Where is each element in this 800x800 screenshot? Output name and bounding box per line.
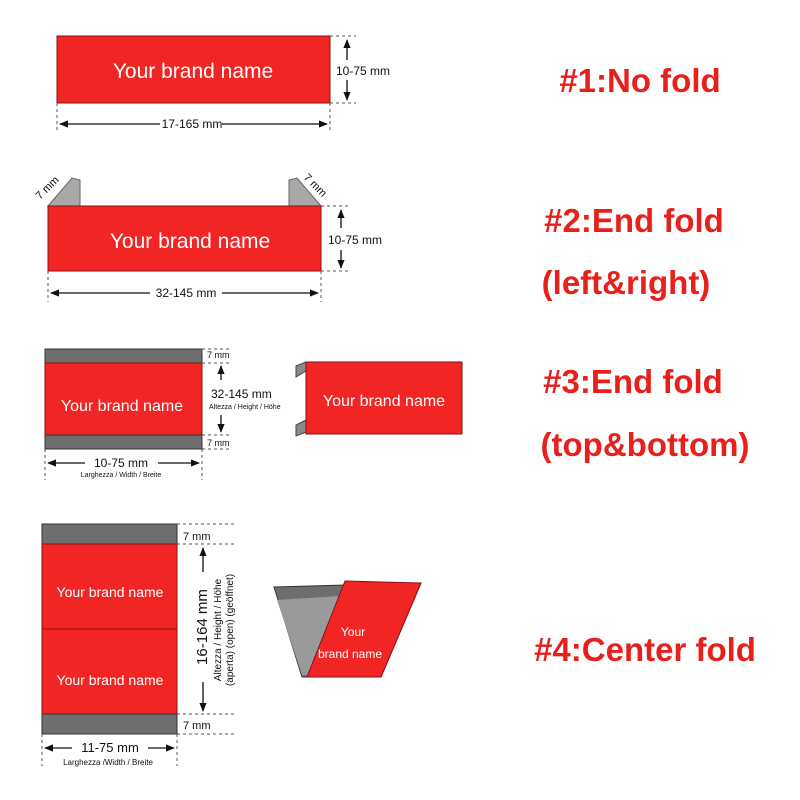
- label-rect: [44, 362, 203, 436]
- brand-text-lower: Your brand name: [57, 672, 164, 688]
- width-dim-label: 10-75 mm: [94, 456, 148, 470]
- label-rect: [47, 205, 322, 272]
- bottom-fold: [44, 434, 203, 450]
- height-sub-label-2: (aperta) (open) (geöffnet): [225, 574, 236, 686]
- height-dim-label: 10-75 mm: [328, 233, 382, 247]
- height-dim-label: 32-145 mm: [211, 387, 272, 401]
- folded-brand-line2: brand name: [318, 647, 382, 661]
- label-rect: [56, 35, 331, 104]
- width-sub-label: Larghezza / Width / Breite: [81, 472, 162, 479]
- label-upper-half: [41, 543, 178, 630]
- width-dim-label: 17-165 mm: [162, 117, 223, 131]
- title-no-fold: #1:No fold: [559, 62, 720, 99]
- title-end-fold-tb-1: #3:End fold: [543, 363, 723, 400]
- title-end-fold-lr-2: (left&right): [542, 264, 711, 301]
- folded-top-edge: [295, 361, 307, 378]
- bottom-fold: [41, 713, 178, 735]
- width-dim-label: 11-75 mm: [81, 740, 139, 755]
- top-fold: [44, 348, 203, 364]
- width-sub-label: Larghezza /Width / Breite: [63, 758, 153, 767]
- variant-3-end-fold-tb: Your brand name 7 mm 7 mm 32-145 mm Alte…: [44, 348, 750, 480]
- folded-label-rect: [305, 361, 463, 435]
- width-dim-label: 32-145 mm: [156, 286, 217, 300]
- folded-brand-line1: Your: [341, 625, 365, 639]
- brand-text: Your brand name: [110, 230, 270, 253]
- fold-bottom-label: 7 mm: [207, 438, 230, 448]
- folded-front-red: [306, 580, 422, 678]
- label-lower-half: [41, 628, 178, 715]
- folded-bottom-edge: [295, 419, 307, 437]
- folded-brand-text: Your brand name: [323, 393, 445, 410]
- title-center-fold: #4:Center fold: [534, 631, 756, 668]
- height-sub-label: Altezza / Height / Höhe: [209, 404, 281, 411]
- brand-text: Your brand name: [113, 60, 273, 83]
- height-sub-label-1: Altezza / Height / Höhe: [213, 578, 224, 681]
- variant-2-end-fold-lr: Your brand name 7 mm 7 mm 10-75 mm 32-14…: [34, 172, 724, 302]
- fold-bottom-label: 7 mm: [183, 720, 211, 732]
- brand-text-upper: Your brand name: [57, 584, 164, 600]
- title-end-fold-tb-2: (top&bottom): [541, 426, 750, 463]
- folded-back-light: [277, 596, 340, 675]
- variant-1-no-fold: Your brand name 10-75 mm 17-165 mm #1:No…: [56, 35, 721, 132]
- fold-top-label: 7 mm: [207, 350, 230, 360]
- title-end-fold-lr-1: #2:End fold: [544, 202, 724, 239]
- fold-top-label: 7 mm: [183, 531, 211, 543]
- height-dim-label: 10-75 mm: [336, 64, 390, 78]
- height-dim-label: 16-164 mm: [194, 589, 211, 665]
- brand-text: Your brand name: [61, 398, 183, 415]
- variant-4-center-fold: Your brand name Your brand name 7 mm 7 m…: [41, 523, 756, 767]
- top-fold: [41, 523, 178, 545]
